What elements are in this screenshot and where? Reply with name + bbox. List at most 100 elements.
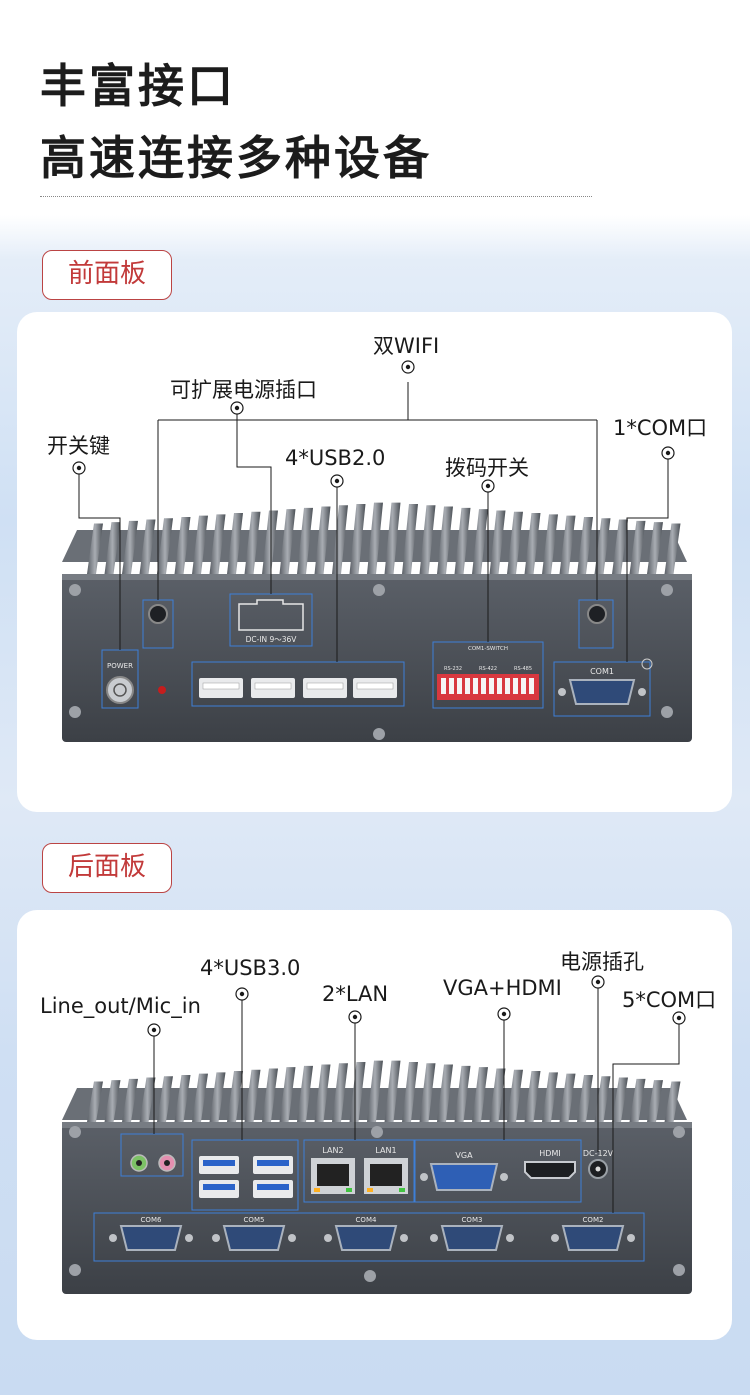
power-button [106, 676, 134, 704]
screw [69, 1126, 81, 1138]
heatsink-fin [157, 518, 173, 574]
dip-key [505, 678, 510, 694]
screw [371, 1126, 383, 1138]
com1-port [568, 679, 636, 705]
heatsink-fin [227, 513, 243, 574]
heatsink-fin [367, 1060, 383, 1122]
back-panel-tab: 后面板 [42, 843, 172, 893]
com4-label: COM4 [356, 1216, 377, 1224]
dip-key [481, 678, 486, 694]
dip-key [465, 678, 470, 694]
heatsink-fin [524, 513, 541, 574]
heatsink-fin [542, 514, 558, 574]
callout-lan: 2*LAN [322, 982, 389, 1006]
heatsink-fin [559, 515, 576, 574]
callout-dip-switch: 拨码开关 [445, 456, 529, 480]
heatsink-fin [139, 519, 156, 574]
com5-label: COM5 [244, 1216, 265, 1224]
rs485-label: RS-485 [514, 666, 532, 672]
heatsink-fin [664, 523, 681, 574]
back-panel-card: 4*USB3.0 Line_out/Mic_in 2*LAN VGA+HDMI … [17, 910, 732, 1340]
heatsink-fin [664, 1081, 681, 1122]
com2-label: COM2 [583, 1216, 604, 1224]
com-ports: COM6 COM5 COM4 COM3 COM2 [109, 1216, 635, 1251]
heatsink-fin [647, 522, 663, 574]
com2-port [561, 1225, 625, 1251]
heatsink-fin [402, 503, 418, 574]
heatsink-fin [577, 516, 593, 574]
screw [373, 584, 385, 596]
dip-key [489, 678, 494, 694]
usb3-box [191, 1139, 299, 1211]
heatsink-fin [314, 1064, 331, 1122]
callout-com: 5*COM口 [622, 988, 717, 1012]
heatsink-fin [174, 1074, 191, 1122]
vga-port [429, 1163, 499, 1191]
heatsink-fin [332, 505, 348, 574]
dip-key [449, 678, 454, 694]
display-box [414, 1139, 582, 1203]
heatsink-fin [419, 505, 436, 574]
heatsink-fin [349, 503, 366, 574]
heatsink-fin [227, 1071, 243, 1122]
dip-key [513, 678, 518, 694]
front-panel-tab: 前面板 [42, 250, 172, 300]
callout-markers [72, 360, 675, 493]
com3-label: COM3 [462, 1216, 483, 1224]
callout-power-jack: 电源插孔 [560, 950, 644, 974]
heatsink-fin [262, 1068, 278, 1122]
headline-line1: 丰富接口 [40, 59, 236, 113]
audio-box [120, 1133, 184, 1177]
hdmi-port [524, 1161, 576, 1179]
rs422-label: RS-422 [479, 666, 497, 672]
heatsink-fin [454, 1065, 471, 1122]
dip-key [457, 678, 462, 694]
callout-audio: Line_out/Mic_in [40, 994, 201, 1018]
com6-label: COM6 [141, 1216, 162, 1224]
screw [673, 1126, 685, 1138]
rs232-label: RS-232 [444, 666, 462, 672]
com5-port [222, 1225, 286, 1251]
usb2-box [191, 661, 405, 707]
heatsink-fin [594, 518, 611, 574]
lan1-label: LAN1 [375, 1146, 396, 1155]
heatsink-fin [139, 1077, 156, 1122]
callout-com1: 1*COM口 [613, 416, 708, 440]
heatsink-fin [297, 1065, 313, 1122]
heatsink-fin [542, 1072, 558, 1122]
callout-usb2: 4*USB2.0 [285, 446, 386, 470]
usb3-ports [199, 1156, 293, 1198]
headline-line2: 高速连接多种设备 [40, 131, 432, 185]
heatsink-fin [244, 511, 261, 574]
heatsink-fin [122, 520, 138, 574]
heatsink-fin [384, 1060, 401, 1122]
callout-expand-power: 可扩展电源插口 [170, 378, 317, 402]
heatsink-fin [437, 1064, 453, 1122]
heatsink-fin [332, 1063, 348, 1122]
heatsink-fin [489, 510, 506, 574]
heatsink-fin [402, 1061, 418, 1122]
heatsink-fin [612, 519, 628, 574]
heatsink-fin [297, 507, 313, 574]
vga-label: VGA [455, 1151, 473, 1160]
com6-port [119, 1225, 183, 1251]
heatsink-fin [209, 1072, 226, 1122]
heatsink-fin [524, 1071, 541, 1122]
ground-icon [641, 658, 653, 670]
heatsink-fin [489, 1068, 506, 1122]
dip-key [497, 678, 502, 694]
heatsink-fin [577, 1074, 593, 1122]
com-switch-label: COM1-SWITCH [468, 646, 508, 652]
power-led [158, 686, 166, 694]
dc-label: DC-12V [583, 1149, 614, 1158]
screw [661, 584, 673, 596]
heatsink-fin [419, 1063, 436, 1122]
heatsink-fin [104, 1080, 121, 1122]
callout-dual-wifi: 双WIFI [373, 334, 440, 358]
heatsink-fin [472, 1067, 488, 1122]
heatsink-fins [87, 502, 681, 574]
callout-usb3: 4*USB3.0 [200, 956, 301, 980]
heatsink-fin [559, 1073, 576, 1122]
dip-key [473, 678, 478, 694]
